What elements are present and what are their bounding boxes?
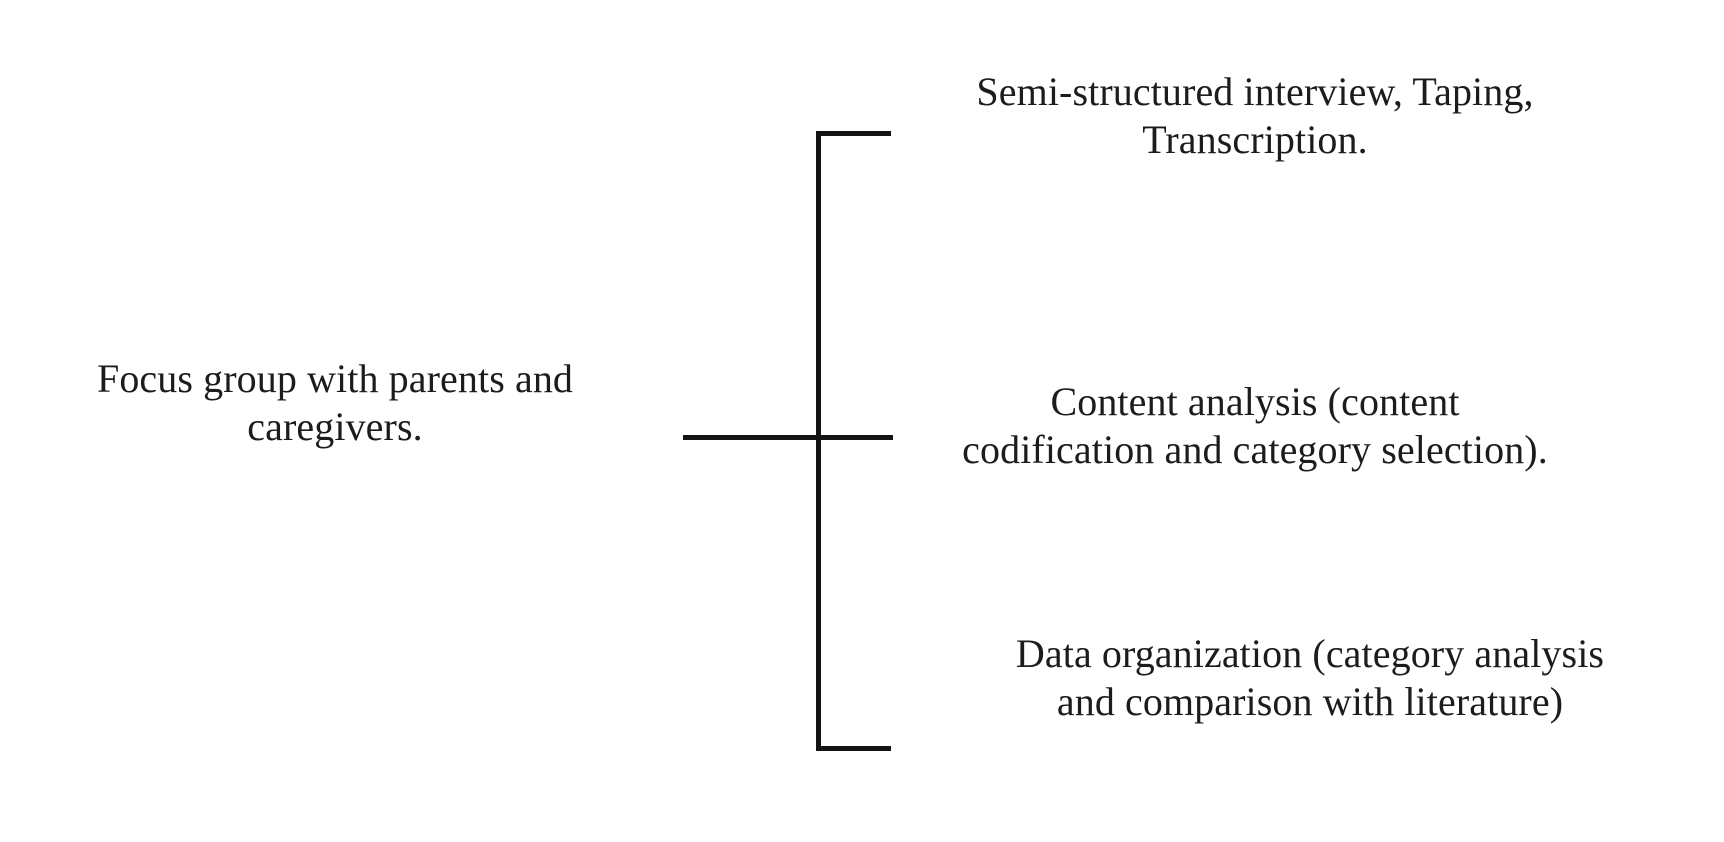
connector-stem-line (683, 435, 821, 440)
branch-node-2: Content analysis (content codification a… (845, 378, 1665, 474)
branch-node-1-line-1: Semi-structured interview, Taping, (976, 69, 1534, 114)
branch-node-3: Data organization (category analysis and… (900, 630, 1720, 726)
branch-node-3-line-2: and comparison with literature) (1056, 679, 1564, 724)
root-node-line-1: Focus group with parents and (96, 356, 574, 401)
connector-arm-branch-1 (816, 131, 891, 136)
connector-arm-branch-2 (816, 435, 893, 440)
branch-node-1: Semi-structured interview, Taping, Trans… (845, 68, 1665, 164)
root-node-line-2: caregivers. (247, 404, 423, 449)
branch-node-1-line-2: Transcription. (1142, 117, 1368, 162)
connector-spine-line (816, 131, 821, 751)
root-node: Focus group with parents and caregivers. (10, 355, 660, 451)
branch-node-3-line-1: Data organization (category analysis (1015, 631, 1605, 676)
connector-arm-branch-3 (816, 746, 891, 751)
branch-node-2-line-2: codification and category selection). (962, 427, 1548, 472)
branch-node-2-line-1: Content analysis (content (1050, 379, 1460, 424)
